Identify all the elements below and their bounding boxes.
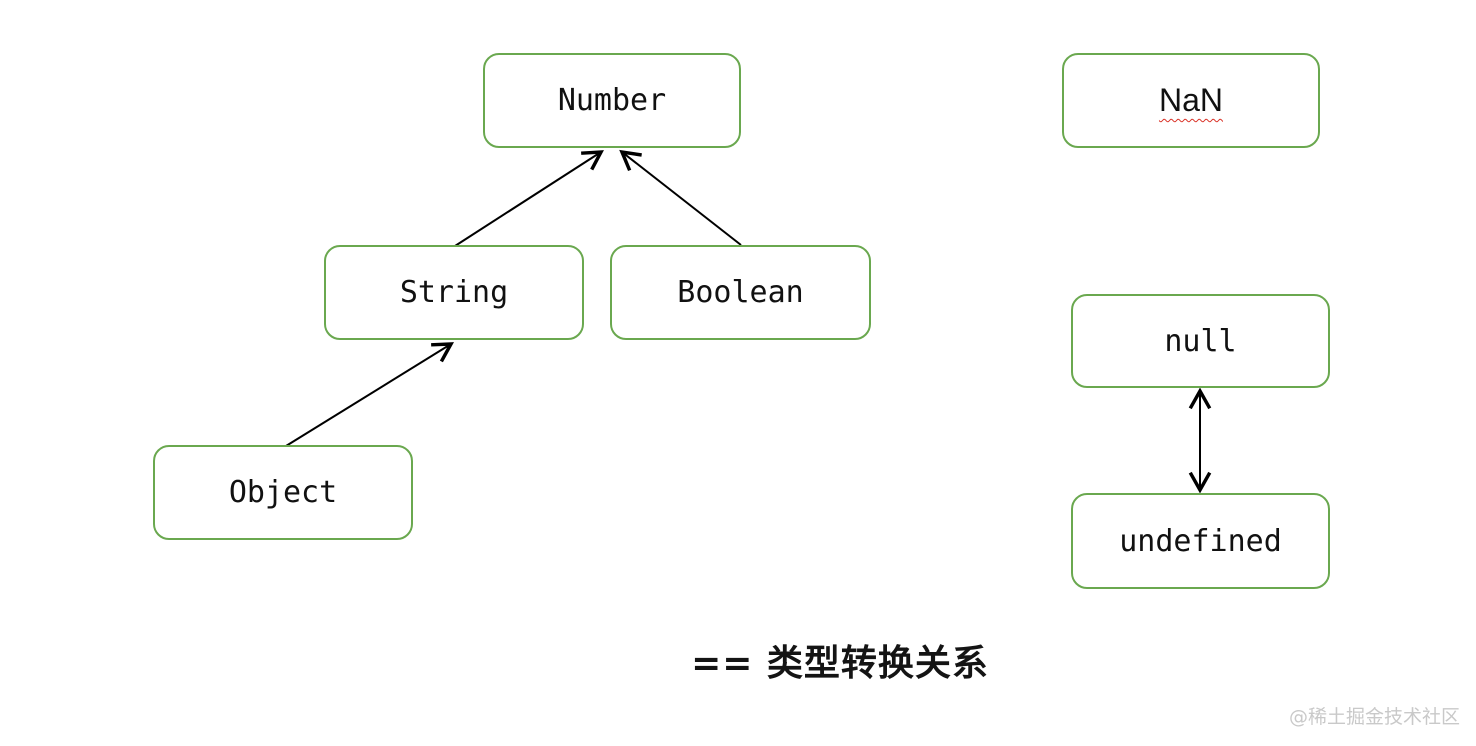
diagram-caption: == 类型转换关系 (691, 643, 989, 684)
node-nan-label: NaN (1158, 82, 1223, 118)
node-null: null (1071, 294, 1330, 388)
arrow-object-to-string (285, 342, 455, 447)
node-boolean-label: Boolean (677, 275, 804, 310)
node-object: Object (153, 445, 413, 540)
arrow-string-to-number (454, 150, 604, 247)
arrow-boolean-to-number (619, 149, 742, 246)
node-boolean: Boolean (610, 245, 871, 340)
node-undefined-label: undefined (1119, 523, 1282, 559)
node-undefined: undefined (1071, 493, 1330, 589)
node-object-label: Object (228, 475, 338, 510)
node-nan: NaN (1062, 53, 1320, 148)
node-number: Number (483, 53, 741, 148)
node-string-label: String (399, 275, 509, 310)
node-string: String (324, 245, 584, 340)
watermark-text: @稀土掘金技术社区 (1288, 706, 1460, 728)
node-null-label: null (1164, 323, 1237, 359)
node-number-label: Number (557, 83, 667, 118)
